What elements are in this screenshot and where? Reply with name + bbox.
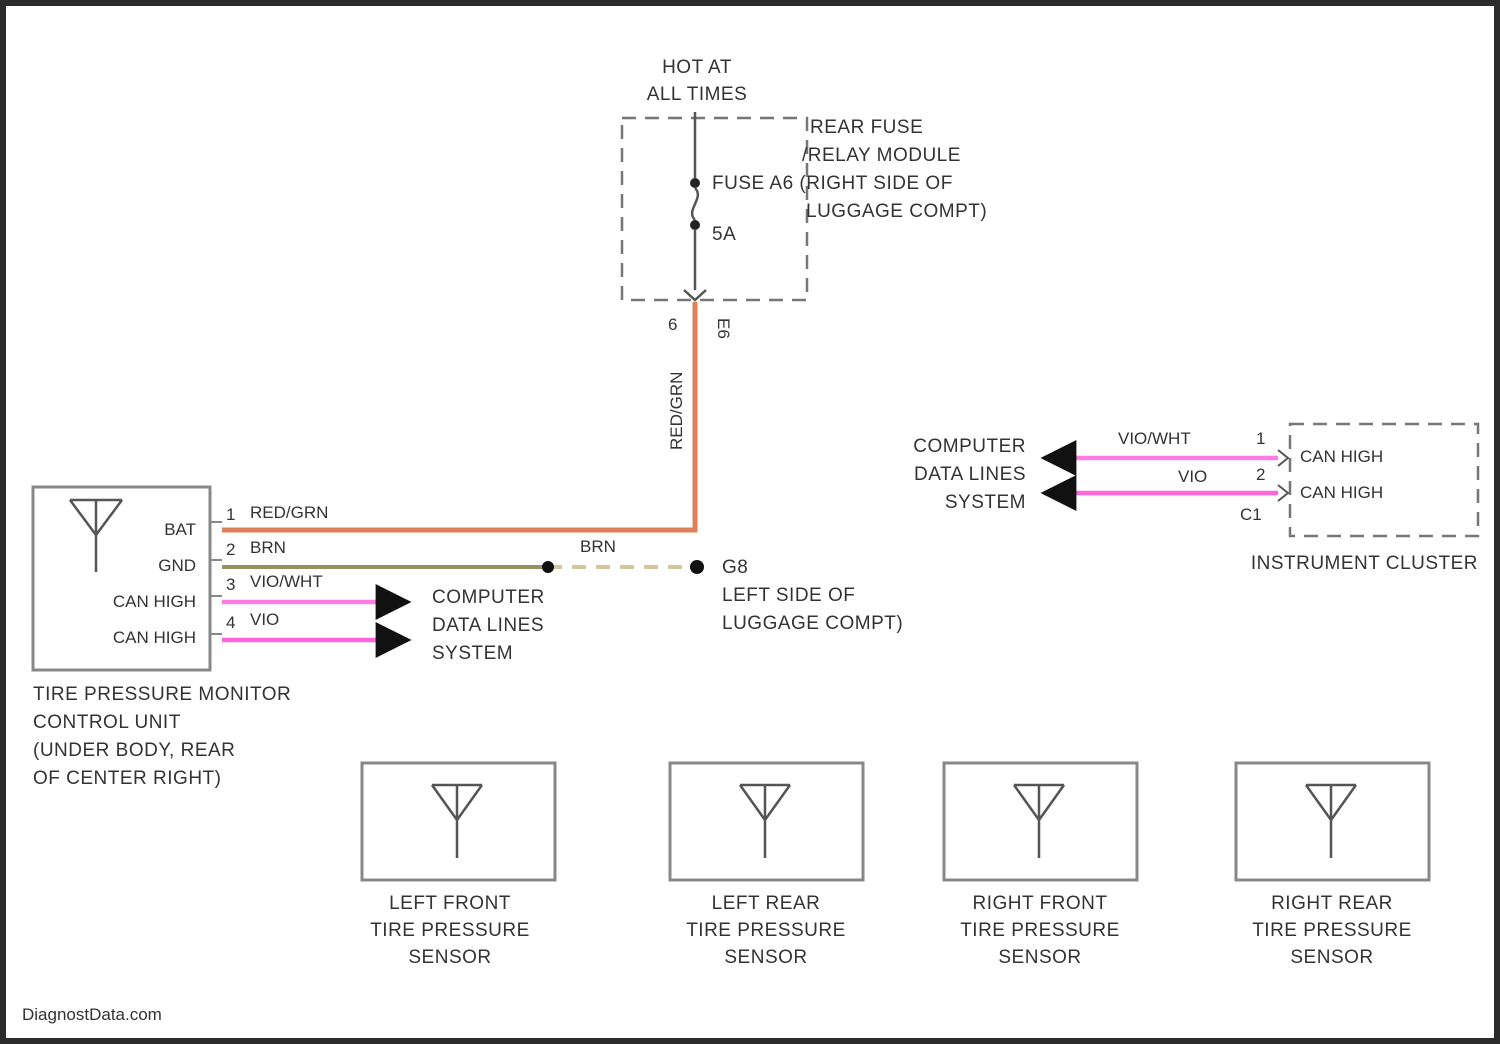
fuse-rating: 5A — [712, 224, 736, 245]
fuse-pin-left: 6 — [668, 315, 677, 334]
cluster-pin-2: 2 — [1256, 465, 1265, 484]
sensor-label-line2: TIRE PRESSURE — [686, 920, 846, 941]
ground-dot — [690, 560, 704, 574]
cluster-data-lines-line1: COMPUTER — [913, 436, 1026, 457]
cluster-data-lines-line2: DATA LINES — [914, 464, 1026, 485]
sensor-label-line1: RIGHT FRONT — [973, 893, 1108, 914]
watermark: DiagnostData.com — [22, 1005, 162, 1024]
sensor-label-line2: TIRE PRESSURE — [1252, 920, 1412, 941]
wire-label-vio: VIO — [250, 610, 279, 629]
sensor-left-rear: LEFT REAR TIRE PRESSURE SENSOR — [670, 763, 863, 968]
splice-dot — [542, 561, 554, 573]
tpm-pin-num-1: 1 — [226, 505, 235, 524]
wire-label-vio-wht: VIO/WHT — [250, 572, 323, 591]
hot-at-all-times-line1: HOT AT — [662, 57, 732, 78]
tpm-name-line4: OF CENTER RIGHT) — [33, 768, 222, 789]
ground-id: G8 — [722, 557, 748, 578]
ground-location-line2: LUGGAGE COMPT) — [722, 613, 903, 634]
cluster-connector-chevron-1-icon — [1278, 450, 1288, 466]
tpm-pin-name-can-low: CAN HIGH — [113, 628, 196, 647]
vertical-wire-label: RED/GRN — [667, 372, 686, 450]
fuse-terminal-top — [690, 178, 700, 188]
module-label-line2: /RELAY MODULE — [802, 145, 961, 166]
sensor-box — [944, 763, 1137, 880]
tpm-pin-num-3: 3 — [226, 575, 235, 594]
splice-wire-label: BRN — [580, 537, 616, 556]
cluster-data-lines-line3: SYSTEM — [945, 492, 1026, 513]
cluster-name: INSTRUMENT CLUSTER — [1251, 553, 1478, 574]
tpm-data-lines-line2: DATA LINES — [432, 615, 544, 636]
sensor-label-line3: SENSOR — [408, 947, 491, 968]
module-label-line3: FUSE A6 (RIGHT SIDE OF — [712, 173, 953, 194]
tpm-data-lines-line3: SYSTEM — [432, 643, 513, 664]
ground-location-line1: LEFT SIDE OF — [722, 585, 855, 606]
tpm-pin-name-gnd: GND — [158, 556, 196, 575]
tpm-name-line1: TIRE PRESSURE MONITOR — [33, 684, 291, 705]
tpm-pin-name-bat: BAT — [164, 520, 196, 539]
sensor-label-line2: TIRE PRESSURE — [960, 920, 1120, 941]
tpm-pin-num-4: 4 — [226, 613, 235, 632]
fuse-module: HOT AT ALL TIMES 5A REAR FUSE /RELAY MOD… — [622, 57, 987, 450]
wire-label-red-grn: RED/GRN — [250, 503, 328, 522]
fuse-pin-right: E6 — [714, 318, 733, 339]
tpm-pin-num-2: 2 — [226, 540, 235, 559]
tpm-name-line3: (UNDER BODY, REAR — [33, 740, 235, 761]
sensor-left-front: LEFT FRONT TIRE PRESSURE SENSOR — [362, 763, 555, 968]
sensor-box — [670, 763, 863, 880]
cluster-pin-name-1: CAN HIGH — [1300, 447, 1383, 466]
tpm-pin-name-can-high: CAN HIGH — [113, 592, 196, 611]
sensor-box — [362, 763, 555, 880]
wire-label-brn: BRN — [250, 538, 286, 557]
sensor-right-front: RIGHT FRONT TIRE PRESSURE SENSOR — [944, 763, 1137, 968]
cluster-wire-label-vio: VIO — [1178, 467, 1207, 486]
sensor-label-line2: TIRE PRESSURE — [370, 920, 530, 941]
connector-chevron-icon — [684, 290, 706, 300]
sensor-label-line3: SENSOR — [1290, 947, 1373, 968]
sensor-right-rear: RIGHT REAR TIRE PRESSURE SENSOR — [1236, 763, 1429, 968]
sensor-label-line3: SENSOR — [998, 947, 1081, 968]
cluster-connector-chevron-2-icon — [1278, 485, 1288, 501]
fuse-icon — [692, 188, 698, 220]
fuse-terminal-bottom — [690, 220, 700, 230]
cluster-outline — [1290, 424, 1478, 536]
module-label-line4: LUGGAGE COMPT) — [806, 201, 987, 222]
instrument-cluster: COMPUTER DATA LINES SYSTEM VIO/WHT VIO 1… — [913, 424, 1478, 574]
tpm-data-lines-line1: COMPUTER — [432, 587, 545, 608]
fuse-module-outline — [622, 118, 807, 300]
cluster-connector-id: C1 — [1240, 505, 1262, 524]
sensor-label-line1: RIGHT REAR — [1271, 893, 1393, 914]
sensor-box — [1236, 763, 1429, 880]
cluster-pin-1: 1 — [1256, 429, 1265, 448]
hot-at-all-times-line2: ALL TIMES — [647, 84, 748, 105]
wire-red-grn — [222, 302, 695, 530]
sensor-label-line1: LEFT FRONT — [389, 893, 511, 914]
sensor-label-line1: LEFT REAR — [712, 893, 821, 914]
cluster-wire-label-vio-wht: VIO/WHT — [1118, 429, 1191, 448]
cluster-pin-name-2: CAN HIGH — [1300, 483, 1383, 502]
module-label-line1: REAR FUSE — [810, 117, 923, 138]
tpm-name-line2: CONTROL UNIT — [33, 712, 181, 733]
sensor-label-line3: SENSOR — [724, 947, 807, 968]
